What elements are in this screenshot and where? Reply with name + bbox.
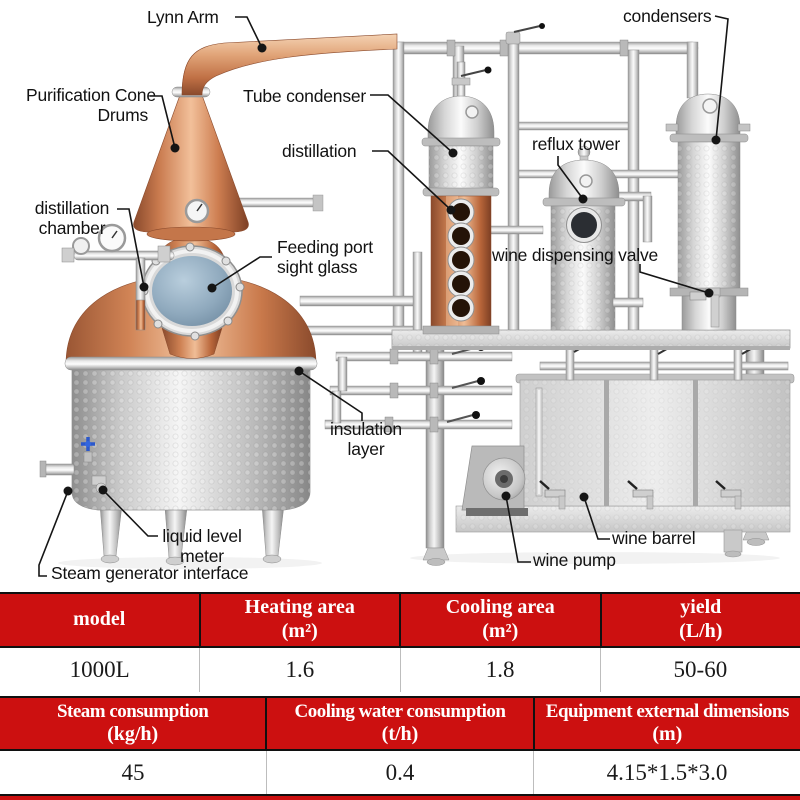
value-cell-yield: 50-60 [599,648,800,692]
label-distillation-chamber: distillation chamber [24,198,120,238]
sight-glass [139,242,245,359]
label-condensers: condensers [623,6,712,27]
barrel-valve [539,480,566,510]
label-text: wine dispensing valve [492,245,659,265]
distillation-column [422,195,500,335]
header-unit: (m²) [281,620,318,642]
condensers-column [665,93,751,331]
label-liquid-level-meter: liquid level meter [152,526,252,566]
label-distillation: distillation [282,141,357,162]
table-bottom-stripe [0,794,800,800]
header-name: Steam consumption [56,700,209,722]
label-text: Feeding port [277,237,373,257]
wine-pump-unit [461,445,528,516]
header-unit: (t/h) [381,722,419,745]
table-gap [0,692,800,696]
barrel-valve [715,480,742,510]
label-wine-barrel: wine barrel [612,528,696,549]
header-cell-cooling-water-consumption: Cooling water consumption (t/h) [265,698,532,749]
header-name: yield [680,596,722,619]
still-gauges [61,223,175,331]
label-text: meter [180,545,224,566]
header-unit: (m) [652,722,683,745]
label-text: Steam generator interface [51,563,249,583]
header-cell-equipment-dimensions: Equipment external dimensions (m) [532,698,800,749]
leader-lines [38,15,729,577]
label-text: condensers [623,6,712,26]
insulation-jacket [71,368,311,511]
header-unit: (m²) [482,620,519,642]
label-text: Lynn Arm [147,7,219,27]
lynn-arm-pipe [181,33,398,96]
header-name: Cooling water consumption [294,700,506,722]
value-cell-cooling-water-consumption: 0.4 [266,751,533,794]
spec-table-value-row-2: 45 0.4 4.15*1.5*3.0 [0,751,800,794]
purification-cone [133,94,249,242]
label-steam-generator-interface: Steam generator interface [51,563,249,584]
label-text: Tube condenser [243,86,367,106]
label-text: layer [347,438,385,459]
still-legs [99,504,285,566]
label-wine-dispensing-valve: wine dispensing valve [492,245,659,266]
header-unit: (L/h) [679,620,723,642]
bench-shadow [410,552,780,564]
header-cell-model: model [0,594,199,646]
pot-still [39,86,318,566]
header-name: Equipment external dimensions [545,700,790,722]
label-purification-cone-drums: Purification Cone Drums [26,85,156,125]
value-cell-steam-consumption: 45 [121,759,145,785]
label-text: reflux tower [532,134,621,154]
equipment-illustration [38,15,795,577]
spec-table-value-row-1: 1000L 1.6 1.8 50-60 [0,648,800,692]
header-name: Heating area [244,596,355,619]
still-shadow [58,557,322,569]
label-text: sight glass [277,256,358,277]
label-text: Drums [97,104,148,125]
header-unit: (kg/h) [107,722,159,745]
label-insulation-layer: insulation layer [318,419,414,459]
bench-top [391,329,791,350]
label-text: wine pump [533,550,616,570]
label-text: distillation [282,141,357,161]
barrel-valve [627,480,654,510]
label-wine-pump: wine pump [533,550,616,571]
label-text: liquid level [162,526,242,546]
label-reflux-tower: reflux tower [532,134,621,155]
header-cell-heating-area: Heating area (m²) [198,594,400,646]
header-name: model [73,608,126,631]
tube-condenser-column [421,61,501,197]
header-cell-steam-consumption: Steam consumption (kg/h) [0,698,265,749]
spec-table-header-row-1: model Heating area (m²) Cooling area (m²… [0,592,800,648]
value-cell-equipment-dimensions: 4.15*1.5*3.0 [533,751,800,794]
spec-table: model Heating area (m²) Cooling area (m²… [0,592,800,800]
value-cell-cooling-area: 1.8 [399,648,600,692]
blue-valve [81,437,95,463]
header-cell-yield: yield (L/h) [599,594,800,646]
label-tube-condenser: Tube condenser [243,86,367,107]
label-feeding-port-sight-glass: Feeding port sight glass [277,237,373,277]
label-text: insulation [330,419,402,439]
spec-table-header-row-2: Steam consumption (kg/h) Cooling water c… [0,696,800,751]
label-text: distillation [34,198,110,218]
label-text: Purification Cone [26,85,156,105]
label-lynn-arm: Lynn Arm [147,7,219,28]
reflux-tower-unit [542,145,644,331]
value-cell-heating-area: 1.6 [199,648,399,692]
value-cell-model: 1000L [69,657,130,682]
header-cell-cooling-area: Cooling area (m²) [399,594,600,646]
dome-rim [64,356,318,371]
label-text: chamber [38,217,106,238]
label-text: wine barrel [612,528,696,548]
header-name: Cooling area [445,596,555,619]
pointer-dots [63,43,721,502]
